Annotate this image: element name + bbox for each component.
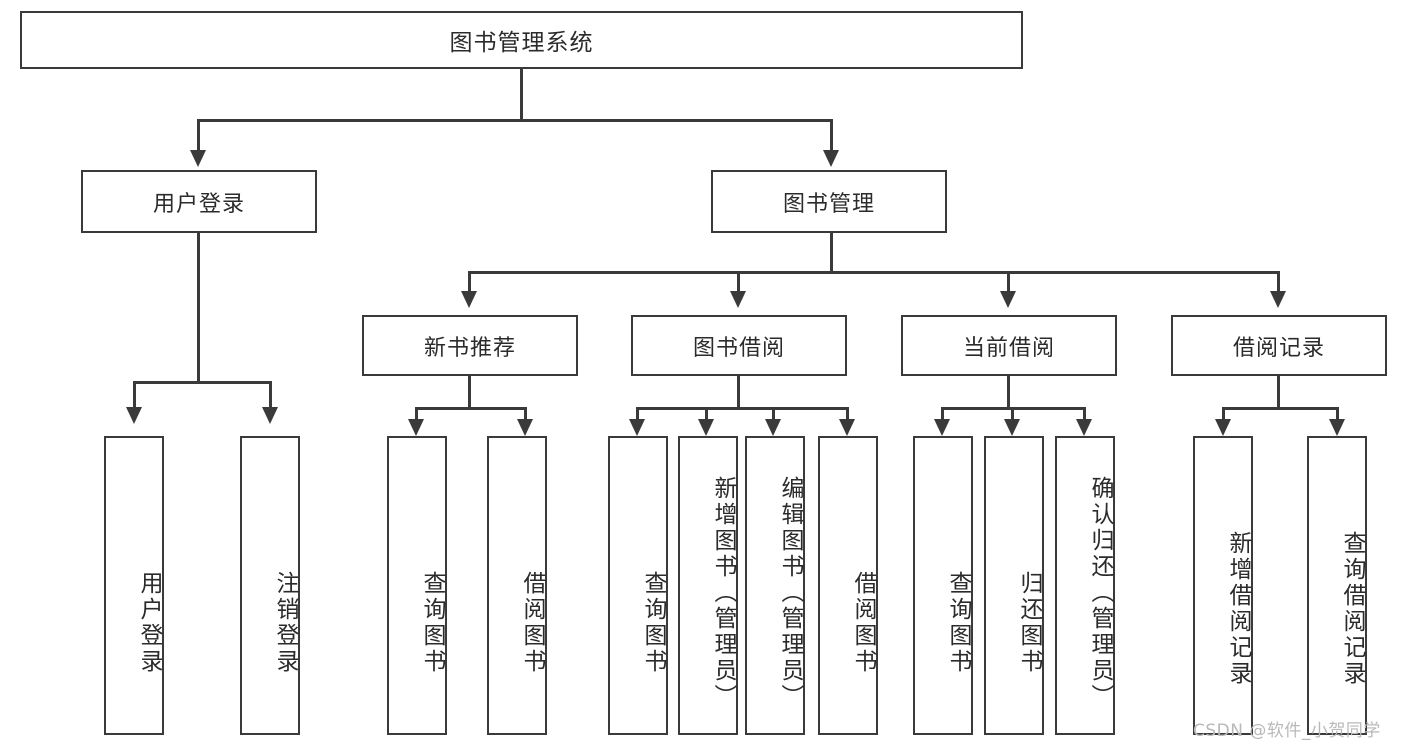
connector-root-stem [520,69,523,121]
arrow-down-icon-bm-3 [1000,291,1016,308]
leaf-add-borrow-record[interactable]: 新增借阅记录 [1193,436,1253,735]
connector-user-login-stem [197,233,200,383]
connector-nbr-drop-1 [415,407,418,421]
connector-br-stem [1277,376,1280,409]
connector-user-login-drop-2 [269,381,272,409]
connector-root-drop-1 [197,119,200,151]
connector-nbr-drop-2 [524,407,527,421]
arrow-down-icon-bb-3 [765,419,781,436]
connector-bb-drop-2 [705,407,708,421]
arrow-down-icon-bm-1 [461,291,477,308]
leaf-query-book-current[interactable]: 查询图书 [913,436,973,735]
connector-br-bus [1222,407,1339,410]
leaf-borrow-book-borrow[interactable]: 借阅图书 [818,436,878,735]
arrow-down-icon-ul-1 [126,407,142,424]
arrow-down-icon-br-2 [1329,419,1345,436]
leaf-borrow-book-recommend[interactable]: 借阅图书 [487,436,547,735]
connector-root-bus [197,119,833,122]
arrow-down-icon-bb-2 [698,419,714,436]
node-book-borrow[interactable]: 图书借阅 [631,315,847,376]
connector-bb-drop-1 [636,407,639,421]
connector-nbr-stem [468,376,471,409]
connector-br-drop-2 [1336,407,1339,421]
node-new-book-recommend[interactable]: 新书推荐 [362,315,578,376]
connector-bb-drop-4 [846,407,849,421]
connector-user-login-bus [133,381,271,384]
arrow-down-icon-nbr-1 [408,419,424,436]
arrow-down-icon-bb-1 [629,419,645,436]
arrow-down-icon-cb-3 [1076,419,1092,436]
connector-cb-drop-1 [941,407,944,421]
connector-nbr-bus [415,407,527,410]
node-user-login[interactable]: 用户登录 [81,170,317,233]
connector-bm-drop-1 [468,271,471,293]
arrow-down-icon-bm-2 [730,291,746,308]
connector-cb-drop-2 [1011,407,1014,421]
leaf-confirm-return-admin[interactable]: 确认归还（管理员） [1055,436,1115,735]
arrow-down-icon-cb-1 [934,419,950,436]
leaf-query-book-recommend[interactable]: 查询图书 [387,436,447,735]
node-borrow-record[interactable]: 借阅记录 [1171,315,1387,376]
connector-root-drop-2 [830,119,833,151]
leaf-edit-book-admin[interactable]: 编辑图书（管理员） [745,436,805,735]
arrow-down-icon-cb-2 [1004,419,1020,436]
node-root-system[interactable]: 图书管理系统 [20,11,1023,69]
connector-book-manage-bus [468,271,1280,274]
node-book-manage[interactable]: 图书管理 [711,170,947,233]
arrow-down-icon-bb-4 [839,419,855,436]
connector-user-login-drop-1 [133,381,136,409]
arrow-down-icon-bm-4 [1270,291,1286,308]
connector-bb-stem [737,376,740,409]
leaf-query-book-borrow[interactable]: 查询图书 [608,436,668,735]
leaf-query-borrow-record[interactable]: 查询借阅记录 [1307,436,1367,735]
leaf-user-login[interactable]: 用户登录 [104,436,164,735]
connector-cb-stem [1007,376,1010,409]
connector-bb-bus [636,407,849,410]
connector-bm-drop-4 [1277,271,1280,293]
connector-bm-drop-3 [1007,271,1010,293]
arrow-down-icon-br-1 [1215,419,1231,436]
arrow-down-icon-ul-2 [262,407,278,424]
leaf-add-book-admin[interactable]: 新增图书（管理员） [678,436,738,735]
arrow-down-icon-nbr-2 [517,419,533,436]
arrow-down-icon-root-1 [190,150,206,167]
connector-br-drop-1 [1222,407,1225,421]
node-current-borrow[interactable]: 当前借阅 [901,315,1117,376]
leaf-return-book[interactable]: 归还图书 [984,436,1044,735]
connector-bb-drop-3 [772,407,775,421]
csdn-watermark: CSDN @软件_小贺同学 [1193,721,1381,741]
arrow-down-icon-root-2 [823,150,839,167]
connector-book-manage-stem [830,233,833,273]
connector-bm-drop-2 [737,271,740,293]
connector-cb-drop-3 [1083,407,1086,421]
leaf-user-logout[interactable]: 注销登录 [240,436,300,735]
